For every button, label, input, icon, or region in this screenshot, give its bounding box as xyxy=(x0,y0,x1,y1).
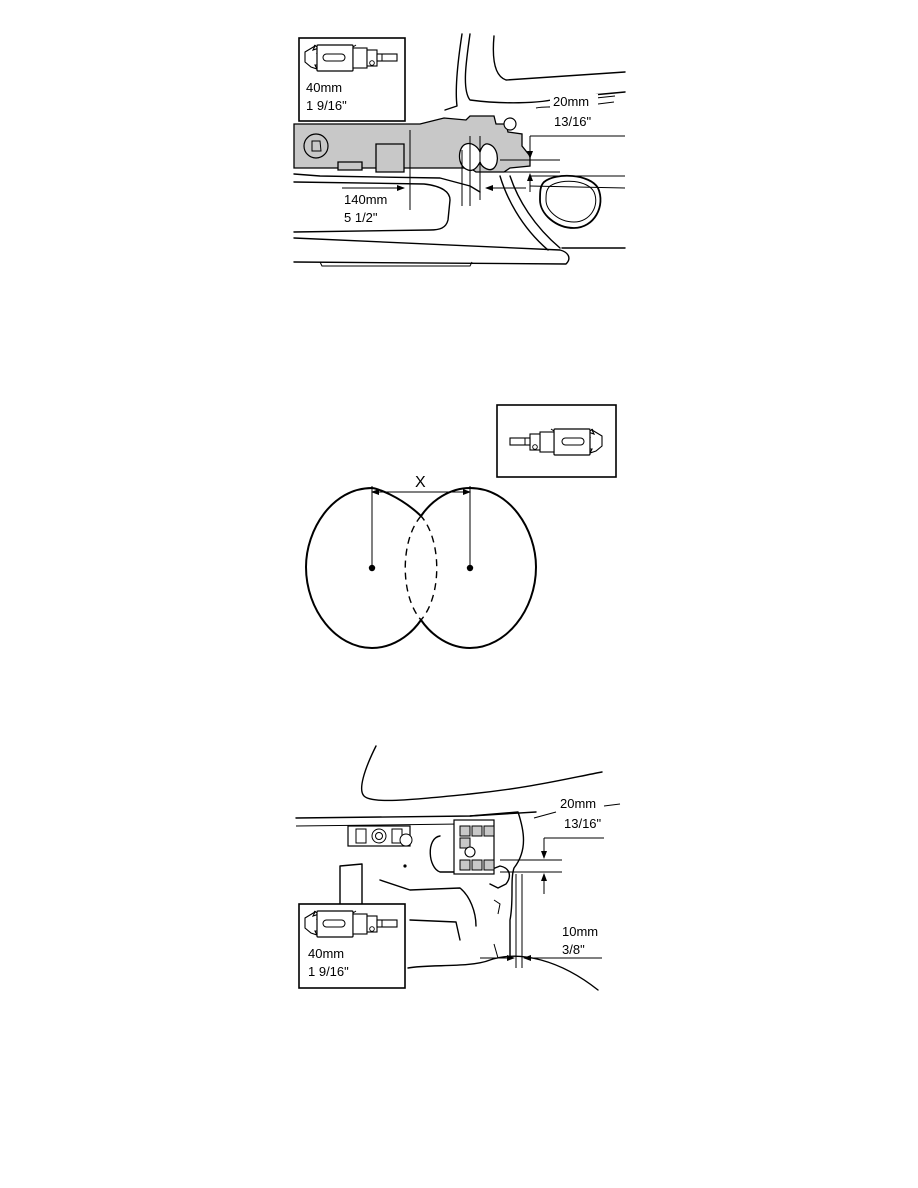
rivet xyxy=(503,117,517,131)
offset-in-label: 13/16" xyxy=(564,816,602,831)
offset-mm-label: 20mm xyxy=(560,796,596,811)
body-outline xyxy=(444,33,463,111)
tool-size-mm: 40mm xyxy=(306,80,342,95)
sill-panel xyxy=(293,181,451,233)
figure-2: X xyxy=(304,404,617,650)
edge-in-label: 3/8" xyxy=(562,942,585,957)
figure-3: 40mm 1 9/16" 20mm 13/16" 10mm 3/8" xyxy=(295,745,621,991)
figure-1: 40mm 1 9/16" 20mm 13/16" 140mm 5 1/2" xyxy=(293,33,626,267)
sill-outline xyxy=(293,173,481,193)
tab xyxy=(339,863,363,909)
bracket-tab xyxy=(375,143,405,173)
offset-mm-label: 20mm xyxy=(553,94,589,109)
offset-in-label: 13/16" xyxy=(554,114,592,129)
window-outline xyxy=(492,35,626,81)
lower-edge xyxy=(407,955,599,991)
overlap-dashed xyxy=(404,514,438,622)
rivet xyxy=(464,846,476,858)
trim-mark xyxy=(595,95,616,105)
pillar-outline xyxy=(360,745,603,802)
tool-size-mm: 40mm xyxy=(308,946,344,961)
body-outline xyxy=(464,33,626,104)
pillar-edge xyxy=(499,175,549,251)
bracket-hole xyxy=(303,133,329,159)
spacing-in-label: 5 1/2" xyxy=(344,210,378,225)
spacing-mm-label: 140mm xyxy=(344,192,387,207)
tool-size-in: 1 9/16" xyxy=(306,98,347,113)
center-point xyxy=(466,564,474,572)
distance-label: X xyxy=(415,474,426,491)
edge-mm-label: 10mm xyxy=(562,924,598,939)
center-point xyxy=(368,564,376,572)
tool-size-in: 1 9/16" xyxy=(308,964,349,979)
circle-pair xyxy=(304,486,538,650)
rocker-panel xyxy=(293,237,570,265)
